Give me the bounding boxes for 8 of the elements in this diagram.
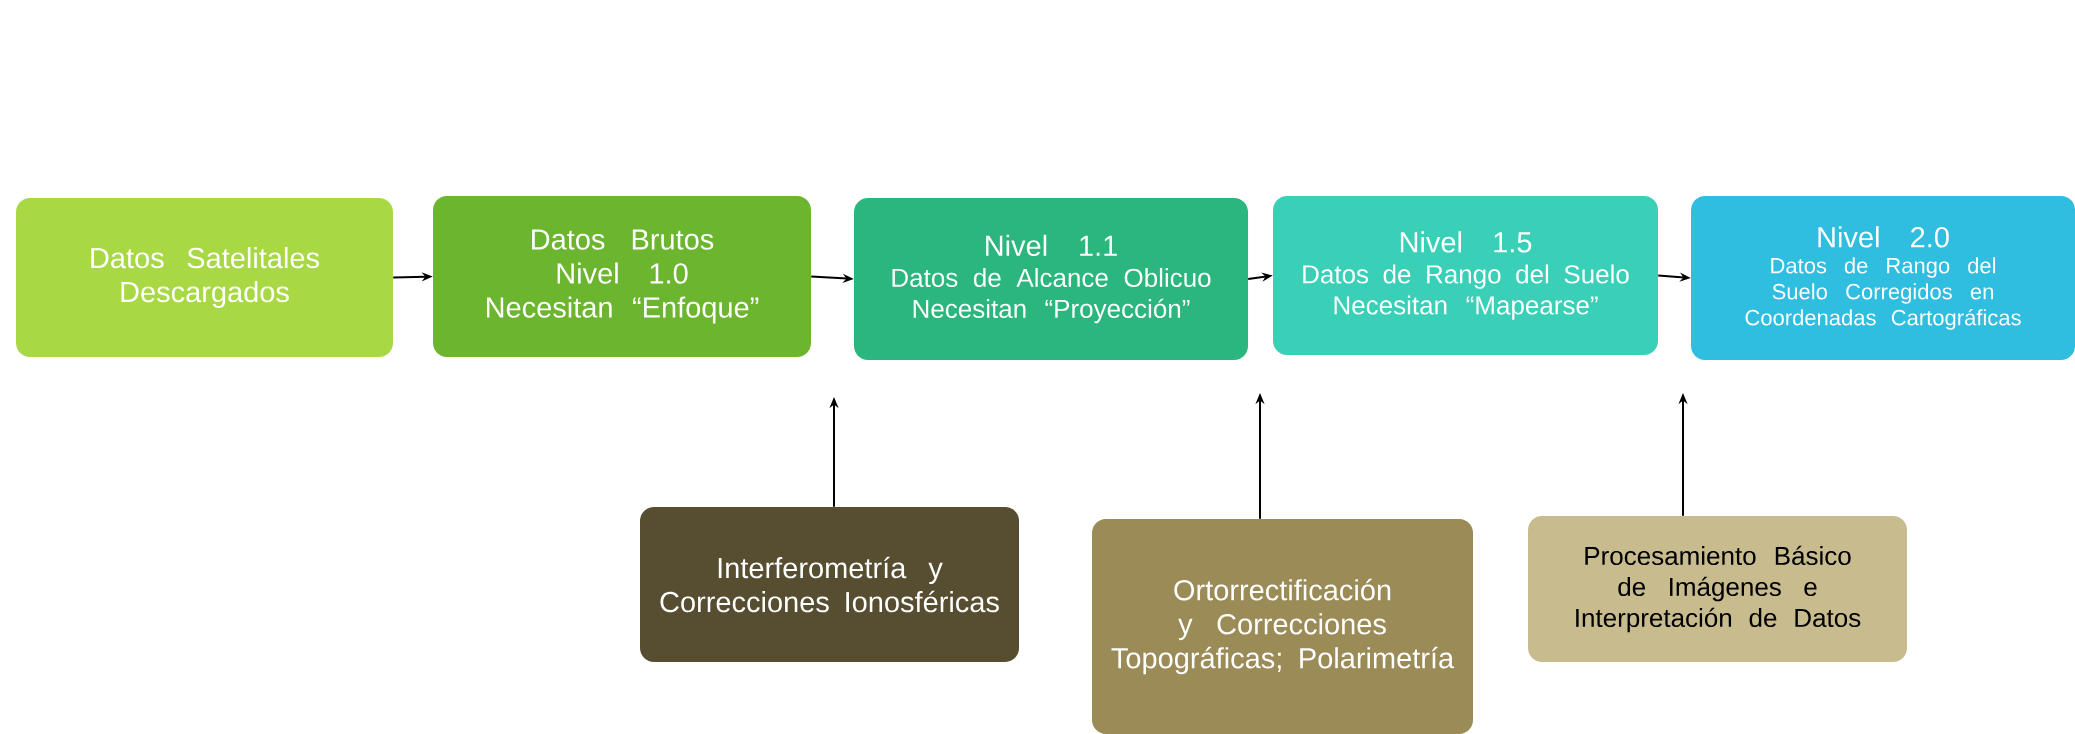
process-box: Datos Brutos Nivel 1.0 Necesitan “Enfoque” xyxy=(433,196,811,357)
process-box: Nivel 1.5 Datos de Rango del Suelo Necesitan “Mapearse” xyxy=(1273,196,1658,355)
process-box: Procesamiento Básico de Imágenes e Interpretación de Datos xyxy=(1528,516,1907,662)
process-box: Datos Satelitales Descargados xyxy=(16,198,393,357)
process-box: Nivel 2.0 Datos de Rango del Suelo Corregidos en Coordenadas Cartográficas xyxy=(1691,196,2075,360)
process-box: Nivel 1.1 Datos de Alcance Oblicuo Necesitan “Proyección” xyxy=(854,198,1248,360)
process-box: Interferometría y Correcciones Ionosféricas xyxy=(640,507,1019,662)
process-box: Ortorrectificación y Correcciones Topográficas; Polarimetría xyxy=(1092,519,1473,734)
